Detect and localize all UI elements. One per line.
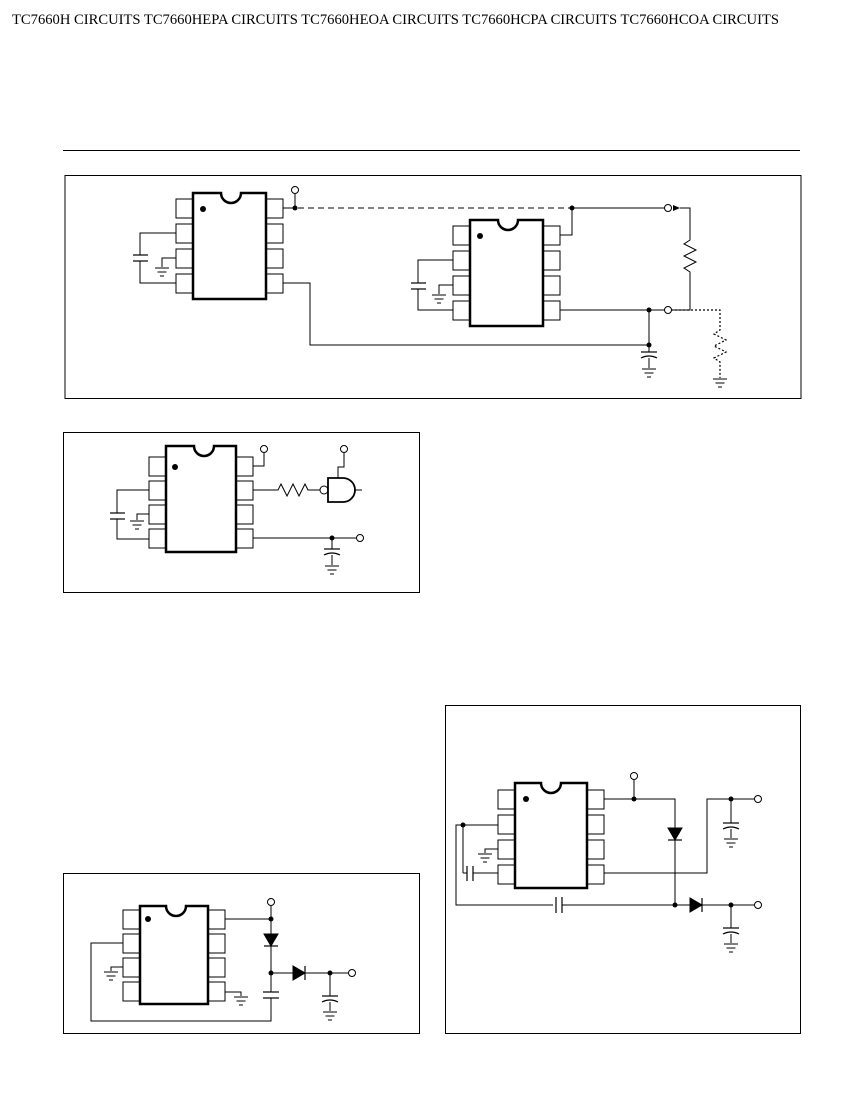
figure-1-cascaded-converters xyxy=(64,175,802,399)
figure-3-frame xyxy=(63,873,420,1034)
figure-4-frame xyxy=(445,705,801,1034)
ic-3 xyxy=(148,444,254,554)
figure-4-split-supply xyxy=(445,705,801,1034)
figure-3-voltage-doubler xyxy=(63,873,420,1034)
figure-2-oscillator-driver xyxy=(63,432,420,593)
horizontal-rule xyxy=(63,150,800,151)
ic-1 xyxy=(175,191,284,301)
ic-5 xyxy=(497,781,605,890)
page-header-title: TC7660H CIRCUITS TC7660HEPA CIRCUITS TC7… xyxy=(12,12,779,28)
figure-1-frame xyxy=(64,175,802,399)
ic-2 xyxy=(452,218,561,328)
figure-2-frame xyxy=(63,432,420,593)
ic-4 xyxy=(122,904,226,1006)
